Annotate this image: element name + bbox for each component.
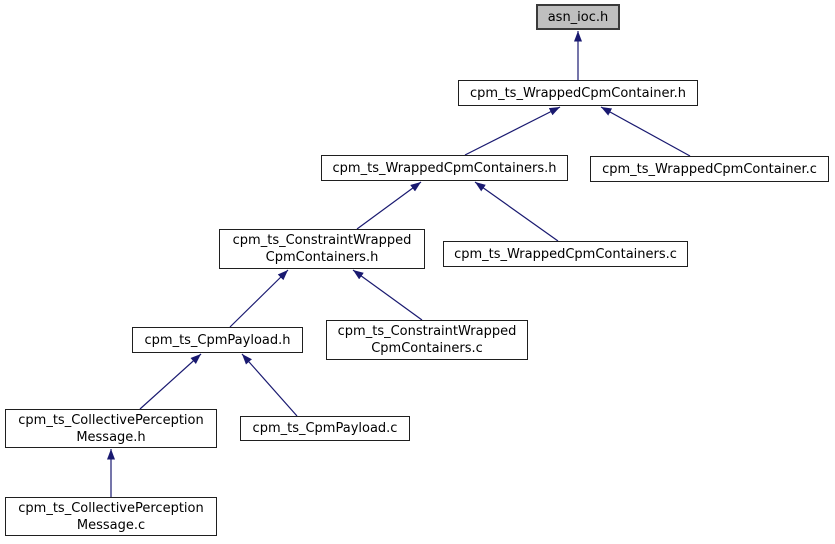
node-cpm-ts-wrappedcpmcontainers-c[interactable]: cpm_ts_WrappedCpmContainers.c (443, 241, 688, 267)
edge-constraintwrappedcpmcontainers-h-to-wrappedcpmcontainers-h (356, 181, 422, 230)
node-cpm-ts-collectiveperceptionmessage-h[interactable]: cpm_ts_CollectivePerception Message.h (5, 409, 217, 448)
edge-collectiveperceptionmessage-h-to-cpmpayload-h (139, 353, 202, 410)
node-cpm-ts-constraintwrappedcpmcontainers-c[interactable]: cpm_ts_ConstraintWrapped CpmContainers.c (326, 320, 528, 360)
node-cpm-ts-wrappedcpmcontainer-c[interactable]: cpm_ts_WrappedCpmContainer.c (590, 156, 829, 182)
node-cpm-ts-cpmpayload-h[interactable]: cpm_ts_CpmPayload.h (132, 327, 303, 353)
node-cpm-ts-constraintwrappedcpmcontainers-h[interactable]: cpm_ts_ConstraintWrapped CpmContainers.h (219, 229, 425, 269)
edge-constraintwrappedcpmcontainers-c-to-constraintwrappedcpmcontainers-h (352, 269, 423, 321)
node-asn-ioc-h[interactable]: asn_ioc.h (536, 4, 620, 30)
edge-wrappedcpmcontainers-c-to-wrappedcpmcontainers-h (474, 181, 559, 242)
edge-cpmpayload-c-to-cpmpayload-h (241, 353, 298, 417)
node-cpm-ts-wrappedcpmcontainer-h[interactable]: cpm_ts_WrappedCpmContainer.h (458, 80, 698, 106)
edge-wrappedcpmcontainer-c-to-wrappedcpmcontainer-h (600, 106, 691, 157)
node-cpm-ts-collectiveperceptionmessage-c[interactable]: cpm_ts_CollectivePerception Message.c (5, 497, 217, 536)
node-cpm-ts-cpmpayload-c[interactable]: cpm_ts_CpmPayload.c (240, 416, 410, 441)
node-cpm-ts-wrappedcpmcontainers-h[interactable]: cpm_ts_WrappedCpmContainers.h (321, 155, 568, 181)
edge-cpmpayload-h-to-constraintwrappedcpmcontainers-h (229, 269, 289, 328)
edge-wrappedcpmcontainers-h-to-wrappedcpmcontainer-h (464, 106, 561, 156)
